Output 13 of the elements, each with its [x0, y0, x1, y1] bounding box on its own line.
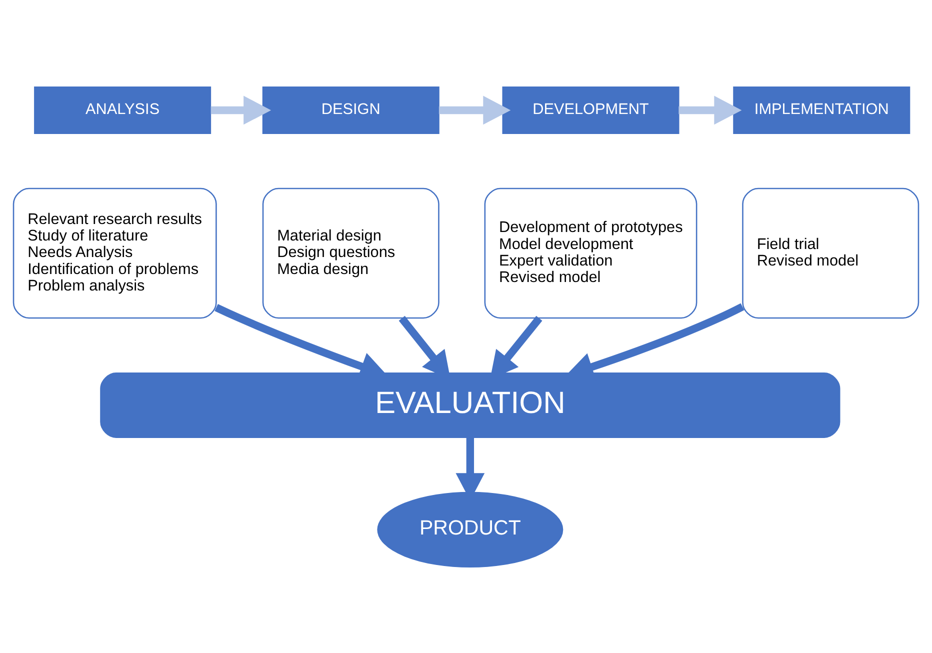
arrow: [438, 95, 511, 124]
node-box: EVALUATION: [100, 372, 840, 438]
node-box: IMPLEMENTATION: [733, 86, 910, 134]
node-ellipse: PRODUCT: [377, 491, 564, 568]
arrow: [678, 95, 742, 124]
node-box: DEVELOPMENT: [502, 86, 680, 134]
node-box: ANALYSIS: [34, 86, 212, 134]
arrow: [210, 95, 272, 124]
node-box: Development of prototypes Model development Expert validation Revised model: [484, 187, 698, 318]
node-box: DESIGN: [262, 86, 440, 134]
node-box: Material design Design questions Media design: [262, 187, 440, 318]
node-box: Field trial Revised model: [742, 187, 920, 318]
node-box: Relevant research results Study of literature Needs Analysis Identification of problems Problem analysis: [12, 187, 217, 318]
